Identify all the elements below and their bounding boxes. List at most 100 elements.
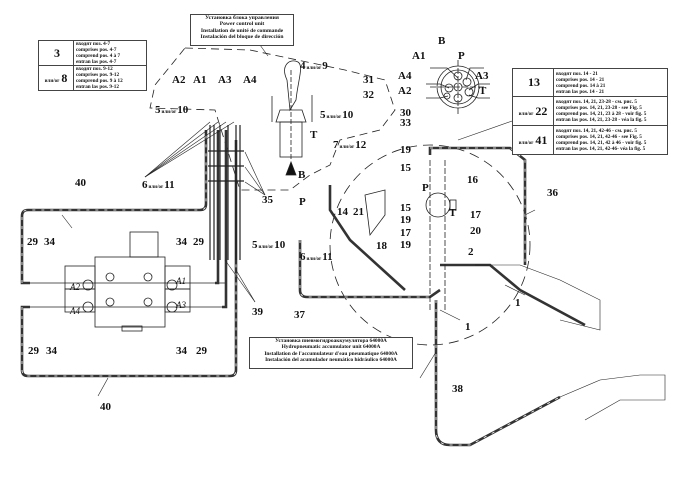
part-6-or-11-label: 6или/or11: [300, 251, 333, 263]
part-29-label: 29: [27, 236, 38, 248]
hose-39-b: [222, 130, 228, 309]
hose-40-top: [20, 130, 208, 285]
part-20-label: 20: [470, 225, 481, 237]
part-15-label: 15: [400, 162, 411, 174]
part-18-label: 18: [376, 240, 387, 252]
hose-1: [440, 263, 586, 327]
view-b-connector: [426, 60, 516, 141]
port-t-label: T: [310, 129, 318, 141]
part-38-label: 38: [452, 383, 463, 395]
valve-port-a4-label: A4: [70, 306, 80, 316]
hose-pipe-diagonal: [328, 185, 406, 291]
view-b-title: B: [438, 35, 446, 47]
part-36-label: 36: [547, 187, 558, 199]
note-line: Instalación del bloque de dirección: [200, 33, 284, 40]
part-37-label: 37: [294, 309, 305, 321]
hose-39-a: [215, 130, 220, 285]
part-6-or-11-label: 6или/or11: [142, 179, 175, 191]
part-19-label: 19: [400, 239, 411, 251]
part-32-label: 32: [363, 89, 374, 101]
part-34-label: 34: [176, 236, 187, 248]
part-1-label: 1: [465, 321, 471, 333]
part-15-label: 15: [400, 202, 411, 214]
part-5-or-10-label: 5или/or10: [320, 109, 354, 121]
part-5-or-10-label: 5или/or10: [155, 104, 189, 116]
accumulator-unit-note: Установка пневмогидроаккумулятора 64000A…: [249, 337, 413, 369]
note-line: Установка блока управления: [205, 15, 279, 21]
view-b-arrow-label: B: [298, 169, 306, 181]
valve-bank-drawing: [30, 231, 225, 332]
part-4-or-9-label: 4или/or9: [300, 60, 328, 72]
port-a3-label: A3: [218, 74, 232, 86]
part-29-label: 29: [28, 345, 39, 357]
power-control-unit-note: Установка блока управления Power control…: [190, 14, 294, 46]
note-line: Installation de unité de commande: [200, 27, 284, 34]
note-line: Установка пневмогидроаккумулятора 64000A: [275, 338, 387, 344]
port-p-label: P: [299, 196, 306, 208]
part-14-label: 14: [337, 206, 348, 218]
part-2-label: 2: [468, 246, 474, 258]
part-19-label: 19: [400, 214, 411, 226]
part-21-label: 21: [353, 206, 364, 218]
part-17-label: 17: [470, 209, 481, 221]
accumulator-port-p-label: P: [422, 182, 429, 194]
port-a2-label: A2: [172, 74, 186, 86]
part-16-label: 16: [467, 174, 478, 186]
valve-port-a3-label: A3: [176, 300, 186, 310]
part-19-label: 19: [400, 144, 411, 156]
control-unit-boundary: [149, 47, 396, 191]
hose-36: [428, 146, 527, 265]
manifold-tubes: [208, 125, 244, 260]
note-line: Installation de l'accumulateur d'eau pne…: [264, 350, 398, 357]
part-29-label: 29: [196, 345, 207, 357]
part-1-label: 1: [515, 297, 521, 309]
boom-outline: [475, 264, 666, 421]
port-label: A4: [398, 70, 412, 82]
note-line: Power control unit: [219, 21, 265, 28]
part-39-label: 39: [252, 306, 263, 318]
joystick-drawing: [271, 60, 313, 176]
part-40-label: 40: [100, 401, 111, 413]
accumulator-boundary: [329, 144, 531, 346]
valve-port-a1-label: A1: [176, 276, 186, 286]
part-31-label: 31: [363, 74, 374, 86]
port-label: P: [458, 50, 465, 62]
part-33-label: 33: [400, 117, 411, 129]
hose-37: [298, 240, 441, 299]
part-29-label: 29: [193, 236, 204, 248]
accumulator-port-t-label: T: [449, 207, 457, 219]
port-label: A3: [475, 70, 489, 82]
leader-lines: [61, 121, 536, 397]
port-label: A2: [398, 85, 412, 97]
part-34-label: 34: [46, 345, 57, 357]
port-a1-label: A1: [193, 74, 207, 86]
table-row-number: 13: [512, 68, 554, 97]
part-34-label: 34: [44, 236, 55, 248]
table-row-number: 3: [38, 40, 74, 66]
part-34-label: 34: [176, 345, 187, 357]
valve-port-a2-label: A2: [70, 282, 80, 292]
part-7-or-12-label: 7или/or12: [333, 139, 367, 151]
hose-40-bottom: [20, 140, 238, 378]
hose-38: [434, 300, 561, 447]
part-35-label: 35: [262, 194, 273, 206]
note-line: Instalación del acumulador neumático hid…: [265, 356, 397, 363]
part-5-or-10-label: 5или/or10: [252, 239, 286, 251]
port-label: T: [479, 85, 487, 97]
port-label: A1: [412, 50, 426, 62]
part-30-label: 30: [400, 107, 411, 119]
part-17-label: 17: [400, 227, 411, 239]
